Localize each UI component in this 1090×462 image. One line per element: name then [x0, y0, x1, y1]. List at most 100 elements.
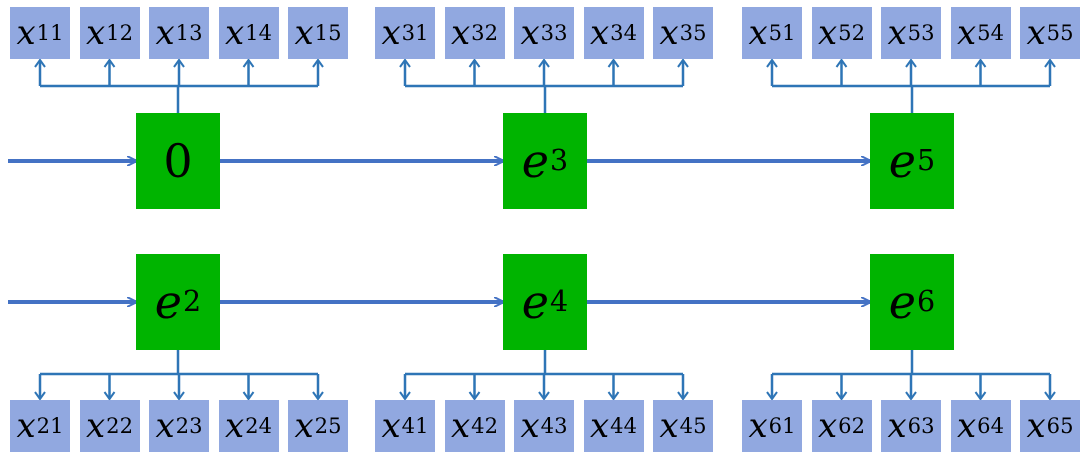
fanout-arrowhead	[103, 58, 116, 68]
fanout-arrowhead	[242, 391, 255, 401]
variable-subscript: 43	[540, 413, 568, 439]
fanout-arrowhead	[974, 58, 987, 68]
variable-subscript: 55	[1046, 20, 1074, 46]
node-symbol: e	[154, 275, 183, 329]
variable-subscript: 53	[907, 20, 935, 46]
fanout-arrowhead	[677, 391, 689, 401]
variable-symbol: x	[887, 13, 907, 53]
fanout-arrowhead	[34, 391, 46, 401]
fanout-arrowhead	[538, 58, 550, 68]
variable-subscript: 63	[907, 413, 935, 439]
node-symbol: e	[888, 134, 917, 188]
fanout-arrowhead	[468, 58, 481, 68]
variable-symbol: x	[224, 13, 245, 53]
variable-symbol: x	[381, 13, 401, 53]
variable-subscript: 64	[977, 413, 1004, 439]
fanout-arrowhead	[905, 58, 917, 68]
variable-subscript: 23	[175, 413, 203, 439]
fanout-arrowhead	[1044, 58, 1056, 68]
variable-subscript: 22	[106, 413, 133, 439]
variable-symbol: x	[294, 406, 314, 446]
fanout-arrowhead	[173, 391, 185, 401]
node-subscript: 5	[917, 143, 936, 177]
variable-symbol: x	[520, 406, 540, 446]
fanout-arrowhead	[905, 391, 917, 401]
node-symbol: e	[521, 275, 550, 329]
variable-subscript: 24	[245, 413, 272, 439]
fanout-arrowhead	[34, 58, 46, 68]
variable-symbol: x	[16, 406, 36, 446]
variable-symbol: x	[956, 13, 977, 53]
variable-subscript: 31	[401, 20, 429, 46]
variable-subscript: 35	[679, 20, 707, 46]
variable-subscript: 45	[679, 413, 707, 439]
variable-subscript: 11	[36, 20, 64, 46]
node-subscript: 4	[550, 284, 569, 318]
fanout-arrowhead	[242, 58, 255, 68]
variable-symbol: x	[817, 13, 838, 53]
variable-symbol: x	[748, 406, 768, 446]
variable-symbol: x	[659, 13, 679, 53]
variable-subscript: 62	[838, 413, 865, 439]
node-symbol: e	[888, 275, 917, 329]
node-subscript: 2	[183, 284, 202, 318]
variable-subscript: 44	[610, 413, 637, 439]
fanout-arrowhead	[974, 391, 987, 401]
fanout-arrowhead	[607, 58, 620, 68]
variable-symbol: x	[155, 13, 175, 53]
node-symbol: 0	[163, 134, 193, 188]
variable-symbol: x	[224, 406, 245, 446]
fanout-arrowhead	[835, 391, 848, 401]
variable-symbol: x	[956, 406, 977, 446]
variable-symbol: x	[85, 406, 106, 446]
variable-symbol: x	[450, 406, 471, 446]
variable-subscript: 61	[768, 413, 796, 439]
variable-subscript: 65	[1046, 413, 1074, 439]
variable-subscript: 41	[401, 413, 429, 439]
variable-subscript: 51	[768, 20, 796, 46]
variable-symbol: x	[887, 406, 907, 446]
variable-symbol: x	[520, 13, 540, 53]
variable-symbol: x	[155, 406, 175, 446]
variable-subscript: 25	[314, 413, 342, 439]
fanout-arrowhead	[312, 58, 324, 68]
fanout-arrowhead	[103, 391, 116, 401]
fanout-arrowhead	[399, 391, 411, 401]
variable-symbol: x	[381, 406, 401, 446]
variable-symbol: x	[1026, 13, 1046, 53]
fanout-arrowhead	[766, 391, 778, 401]
variable-symbol: x	[748, 13, 768, 53]
state-node: 0	[136, 113, 220, 209]
variable-subscript: 52	[838, 20, 865, 46]
variable-subscript: 14	[245, 20, 272, 46]
variable-subscript: 54	[977, 20, 1004, 46]
fanout-arrowhead	[607, 391, 620, 401]
